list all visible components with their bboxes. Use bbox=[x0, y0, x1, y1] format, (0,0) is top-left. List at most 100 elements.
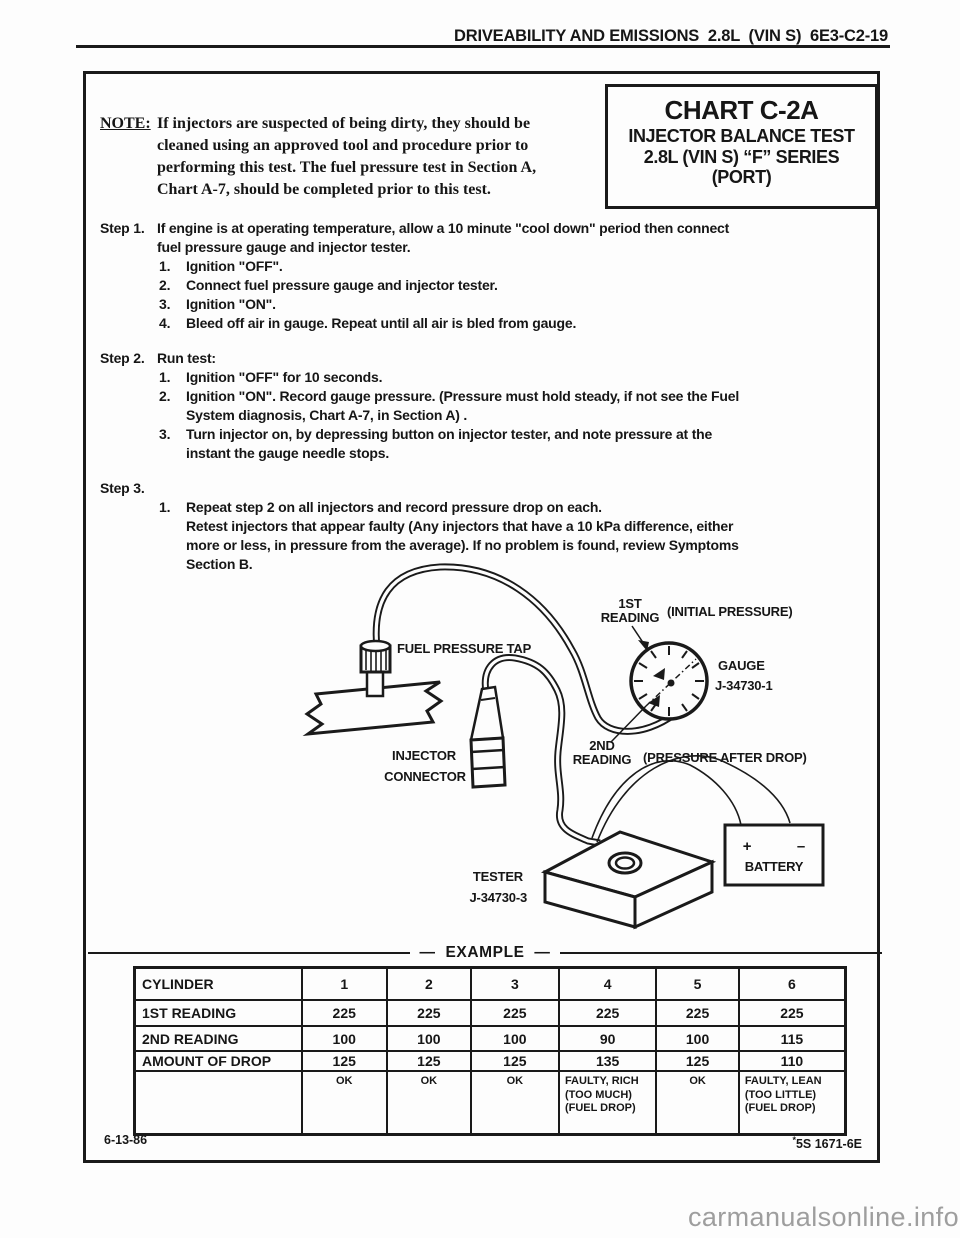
chart-title-box: CHART C-2A INJECTOR BALANCE TEST 2.8L (V… bbox=[605, 84, 878, 209]
row-header-1st-reading: 1ST READING bbox=[133, 999, 303, 1027]
table-cell: 2 bbox=[385, 966, 472, 1001]
table-cell: 100 bbox=[385, 1025, 472, 1052]
chart-id-title: CHART C-2A bbox=[664, 95, 819, 125]
pressure-after-drop-label: (PRESSURE AFTER DROP) bbox=[643, 750, 807, 765]
step-3-intro bbox=[157, 479, 840, 498]
battery-wires bbox=[591, 755, 791, 843]
substep-text: Turn injector on, by depressing button o… bbox=[186, 426, 713, 461]
step-2-item-3: 3. Turn injector on, by depressing butto… bbox=[157, 425, 840, 463]
table-cell: 225 bbox=[655, 999, 740, 1027]
table-cell-result: OK bbox=[385, 1070, 472, 1136]
table-row-amount-of-drop: AMOUNT OF DROP 125 125 125 135 125 110 bbox=[133, 1050, 847, 1072]
table-cell: 125 bbox=[469, 1050, 560, 1072]
substep-text: Bleed off air in gauge. Repeat until all… bbox=[186, 315, 577, 331]
first-reading-label-line1: 1ST bbox=[618, 596, 642, 611]
table-cell: 225 bbox=[557, 999, 658, 1027]
table-row-2nd-reading: 2ND READING 100 100 100 90 100 115 bbox=[133, 1025, 847, 1052]
table-cell-result: OK bbox=[469, 1070, 560, 1136]
step-1-item-1: 1. Ignition "OFF". bbox=[157, 257, 840, 276]
table-cell: 3 bbox=[469, 966, 560, 1001]
divider-line-left bbox=[88, 951, 410, 955]
second-reading-label-line2: READING bbox=[573, 752, 632, 767]
substep-text: Ignition "OFF" for 10 seconds. bbox=[186, 369, 383, 385]
page-header-title: DRIVEABILITY AND EMISSIONS 2.8L (VIN S) … bbox=[454, 27, 888, 45]
battery: + – BATTERY bbox=[723, 823, 825, 887]
step-1-item-2: 2. Connect fuel pressure gauge and injec… bbox=[157, 276, 840, 295]
substep-text: Repeat step 2 on all injectors and recor… bbox=[186, 499, 739, 572]
substep-number: 4. bbox=[159, 315, 171, 331]
fuel-pressure-tap-label: FUEL PRESSURE TAP bbox=[397, 641, 532, 656]
note-label: NOTE: bbox=[100, 115, 151, 132]
battery-plus-terminal: + bbox=[743, 838, 752, 855]
step-2-item-2: 2. Ignition "ON". Record gauge pressure.… bbox=[157, 387, 840, 425]
tester-box bbox=[540, 830, 717, 930]
table-row-cylinder: CYLINDER 1 2 3 4 5 6 bbox=[133, 966, 847, 1001]
step-1-intro: If engine is at operating temperature, a… bbox=[157, 220, 730, 255]
table-cell: 1 bbox=[300, 966, 388, 1001]
row-header-2nd-reading: 2ND READING bbox=[133, 1025, 303, 1052]
second-reading-label-line1: 2ND bbox=[589, 738, 614, 753]
table-cell-result: OK bbox=[655, 1070, 740, 1136]
footer-doc-number: *5S 1671-6E bbox=[792, 1135, 862, 1151]
table-cell: 100 bbox=[300, 1025, 388, 1052]
tester-part-number: J-34730-3 bbox=[470, 890, 527, 905]
table-cell: 225 bbox=[469, 999, 560, 1027]
step-3-item-1: 1. Repeat step 2 on all injectors and re… bbox=[157, 498, 840, 574]
substep-text: Ignition "OFF". bbox=[186, 258, 283, 274]
injector-connector bbox=[469, 685, 507, 789]
table-cell: 125 bbox=[385, 1050, 472, 1072]
table-cell: 115 bbox=[737, 1025, 847, 1052]
step-2-item-1: 1. Ignition "OFF" for 10 seconds. bbox=[157, 368, 840, 387]
connector-label: CONNECTOR bbox=[384, 769, 467, 784]
step-2-label: Step 2. bbox=[100, 350, 145, 366]
substep-number: 1. bbox=[159, 258, 171, 274]
header-rule bbox=[76, 45, 890, 48]
divider-line-right bbox=[560, 951, 883, 955]
example-divider-label: — EXAMPLE — bbox=[419, 944, 551, 961]
step-2-intro: Run test: bbox=[157, 350, 216, 366]
row-header-result bbox=[133, 1070, 303, 1136]
initial-pressure-label: (INITIAL PRESSURE) bbox=[667, 604, 792, 619]
table-row-result: OK OK OK FAULTY, RICH (TOO MUCH) (FUEL D… bbox=[133, 1070, 847, 1136]
fuel-pressure-tap bbox=[359, 639, 392, 698]
gauge-needle bbox=[645, 658, 697, 707]
table-cell: 135 bbox=[557, 1050, 658, 1072]
gauge-part-number: J-34730-1 bbox=[715, 678, 772, 693]
chart-subtitle-line3: (PORT) bbox=[711, 167, 772, 187]
step-1-item-3: 3. Ignition "ON". bbox=[157, 295, 840, 314]
battery-label: BATTERY bbox=[745, 859, 804, 874]
substep-text: Connect fuel pressure gauge and injector… bbox=[186, 277, 498, 293]
row-header-amount-of-drop: AMOUNT OF DROP bbox=[133, 1050, 303, 1072]
gauge-label: GAUGE bbox=[718, 658, 765, 673]
step-1: Step 1. If engine is at operating temper… bbox=[100, 219, 840, 333]
injector-hose bbox=[481, 654, 601, 847]
tester-label: TESTER bbox=[473, 869, 524, 884]
chart-subtitle-line1: INJECTOR BALANCE TEST bbox=[628, 126, 855, 146]
gauge-hose bbox=[372, 563, 678, 735]
substep-number: 2. bbox=[159, 277, 171, 293]
footer-doc-star: * bbox=[792, 1135, 796, 1145]
table-cell: 100 bbox=[655, 1025, 740, 1052]
table-cell: 125 bbox=[655, 1050, 740, 1072]
first-reading-leader bbox=[631, 625, 649, 651]
substep-text: Ignition "ON". bbox=[186, 296, 276, 312]
table-cell: 225 bbox=[385, 999, 472, 1027]
injector-label: INJECTOR bbox=[392, 748, 457, 763]
table-cell: 100 bbox=[469, 1025, 560, 1052]
note-text: If injectors are suspected of being dirt… bbox=[157, 115, 537, 198]
substep-number: 3. bbox=[159, 296, 171, 312]
watermark: carmanualsonline.info bbox=[687, 1202, 959, 1232]
table-cell-result-faulty-rich: FAULTY, RICH (TOO MUCH) (FUEL DROP) bbox=[557, 1070, 658, 1136]
footer-doc-number-text: 5S 1671-6E bbox=[795, 1137, 862, 1152]
table-cell: 4 bbox=[557, 966, 658, 1001]
battery-minus-terminal: – bbox=[797, 838, 805, 855]
step-3: Step 3. 1. Repeat step 2 on all injector… bbox=[100, 479, 840, 574]
step-1-item-4: 4. Bleed off air in gauge. Repeat until … bbox=[157, 314, 840, 333]
table-cell-result: OK bbox=[300, 1070, 388, 1136]
pressure-gauge bbox=[629, 641, 709, 721]
chart-outer-border bbox=[83, 71, 880, 1163]
table-cell: 6 bbox=[737, 966, 847, 1001]
table-cell: 110 bbox=[737, 1050, 847, 1072]
table-cell: 125 bbox=[300, 1050, 388, 1072]
chart-subtitle-line2: 2.8L (VIN S) “F” SERIES bbox=[643, 146, 840, 167]
